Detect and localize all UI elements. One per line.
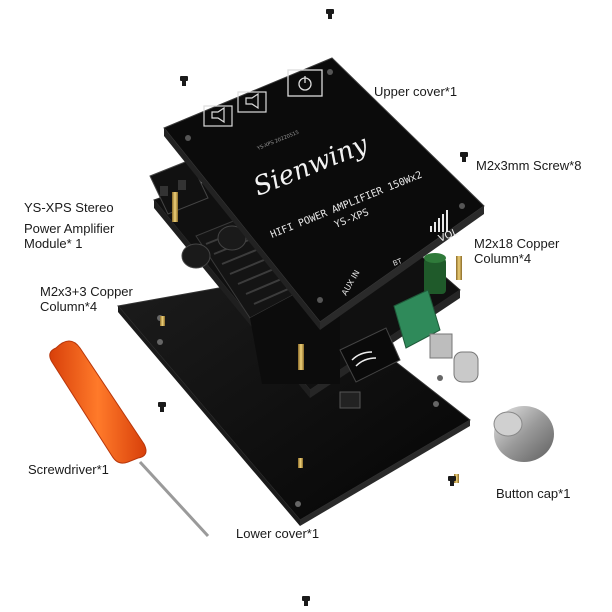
screw-text: M2x3mm Screw*8 bbox=[476, 158, 582, 173]
power-icon bbox=[287, 69, 323, 97]
cover-bt: BT bbox=[392, 257, 404, 268]
speaker-icon bbox=[203, 91, 267, 127]
copper-column-icon bbox=[160, 192, 462, 483]
lower-cover-text: Lower cover*1 bbox=[236, 526, 320, 541]
label-upper-cover: Upper cover*1 bbox=[374, 84, 457, 99]
aux-jack bbox=[339, 391, 361, 409]
label-button-cap: Button cap*1 bbox=[496, 486, 570, 501]
label-copper18: M2x18 Copper Column*4 bbox=[474, 236, 559, 266]
label-module: YS-XPS Stereo Power Amplifier Module* 1 bbox=[24, 200, 114, 251]
module-text-3: Module* 1 bbox=[24, 236, 83, 251]
upper-cover: Sienwiny HIFI POWER AMPLIFIER 150Wx2 YS-… bbox=[163, 57, 485, 330]
label-copper3: M2x3+3 Copper Column*4 bbox=[40, 284, 133, 314]
module-text-2: Power Amplifier bbox=[24, 221, 115, 236]
copper18-text-1: M2x18 Copper bbox=[474, 236, 560, 251]
inductor-coils bbox=[181, 225, 247, 269]
upper-cover-holes bbox=[185, 69, 465, 303]
button-cap-text: Button cap*1 bbox=[496, 486, 571, 501]
label-lower-cover: Lower cover*1 bbox=[236, 526, 319, 541]
screw-icon bbox=[158, 9, 468, 606]
screwdriver-icon bbox=[49, 340, 210, 538]
knob-icon bbox=[493, 406, 554, 462]
label-screwdriver: Screwdriver*1 bbox=[28, 462, 109, 477]
speaker-terminal bbox=[149, 159, 209, 215]
upper-cover-text: Upper cover*1 bbox=[374, 84, 458, 99]
potentiometer-icon bbox=[393, 289, 479, 383]
label-screw: M2x3mm Screw*8 bbox=[476, 158, 581, 173]
screwdriver-text: Screwdriver*1 bbox=[28, 462, 109, 477]
bluetooth-module bbox=[339, 327, 401, 383]
copper18-text-2: Column*4 bbox=[474, 251, 532, 266]
volume-bars-icon bbox=[430, 210, 448, 232]
module-text-1: YS-XPS Stereo bbox=[24, 200, 114, 215]
copper3-text-1: M2x3+3 Copper bbox=[40, 284, 133, 299]
capacitor bbox=[424, 253, 446, 294]
copper3-text-2: Column*4 bbox=[40, 299, 98, 314]
